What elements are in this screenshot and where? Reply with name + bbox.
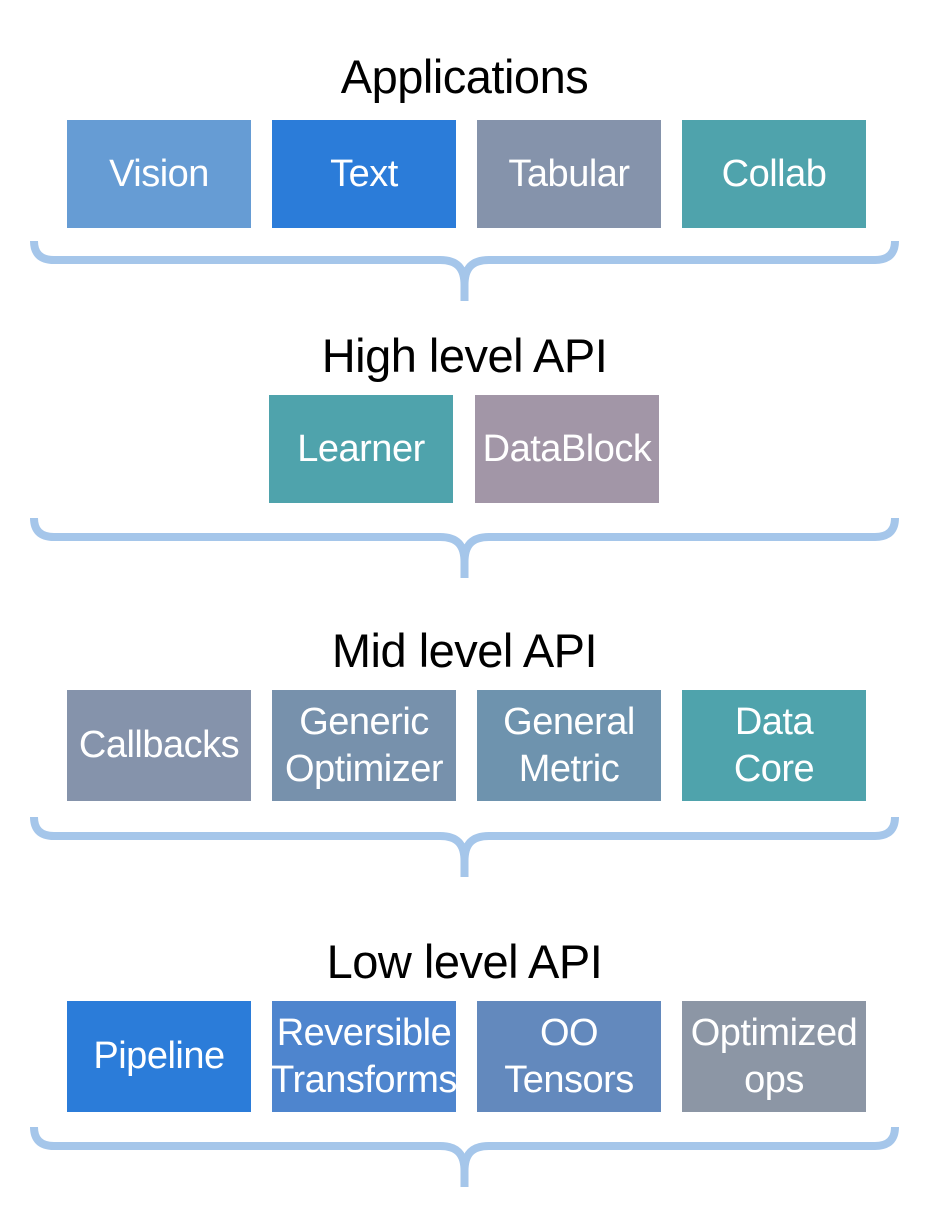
section-title-applications: Applications: [340, 50, 589, 103]
box-oo-tensors: OO Tensors: [477, 1001, 661, 1112]
box-row-mid-level-api: Callbacks Generic Optimizer General Metr…: [67, 690, 866, 801]
section-title-low-level-api: Low level API: [326, 935, 603, 988]
box-row-applications: Vision Text Tabular Collab: [67, 120, 866, 228]
section-title-mid-level-api: Mid level API: [331, 624, 598, 677]
box-pipeline: Pipeline: [67, 1001, 251, 1112]
box-row-high-level-api: Learner DataBlock: [269, 395, 659, 503]
box-datablock: DataBlock: [475, 395, 659, 503]
underbrace-low-level-api: [30, 1126, 899, 1187]
box-general-metric: General Metric: [477, 690, 661, 801]
box-learner: Learner: [269, 395, 453, 503]
box-vision: Vision: [67, 120, 251, 228]
underbrace-high-level-api: [30, 517, 899, 578]
section-title-high-level-api: High level API: [321, 329, 608, 382]
box-optimized-ops: Optimized ops: [682, 1001, 866, 1112]
box-collab: Collab: [682, 120, 866, 228]
box-reversible-transforms: Reversible Transforms: [271, 1001, 457, 1112]
underbrace-applications: [30, 240, 899, 301]
box-tabular: Tabular: [477, 120, 661, 228]
underbrace-mid-level-api: [30, 816, 899, 877]
box-row-low-level-api: Pipeline Reversible Transforms OO Tensor…: [67, 1001, 866, 1112]
box-callbacks: Callbacks: [67, 690, 251, 801]
box-text: Text: [272, 120, 456, 228]
box-data-core: Data Core: [682, 690, 866, 801]
box-generic-optimizer: Generic Optimizer: [272, 690, 456, 801]
